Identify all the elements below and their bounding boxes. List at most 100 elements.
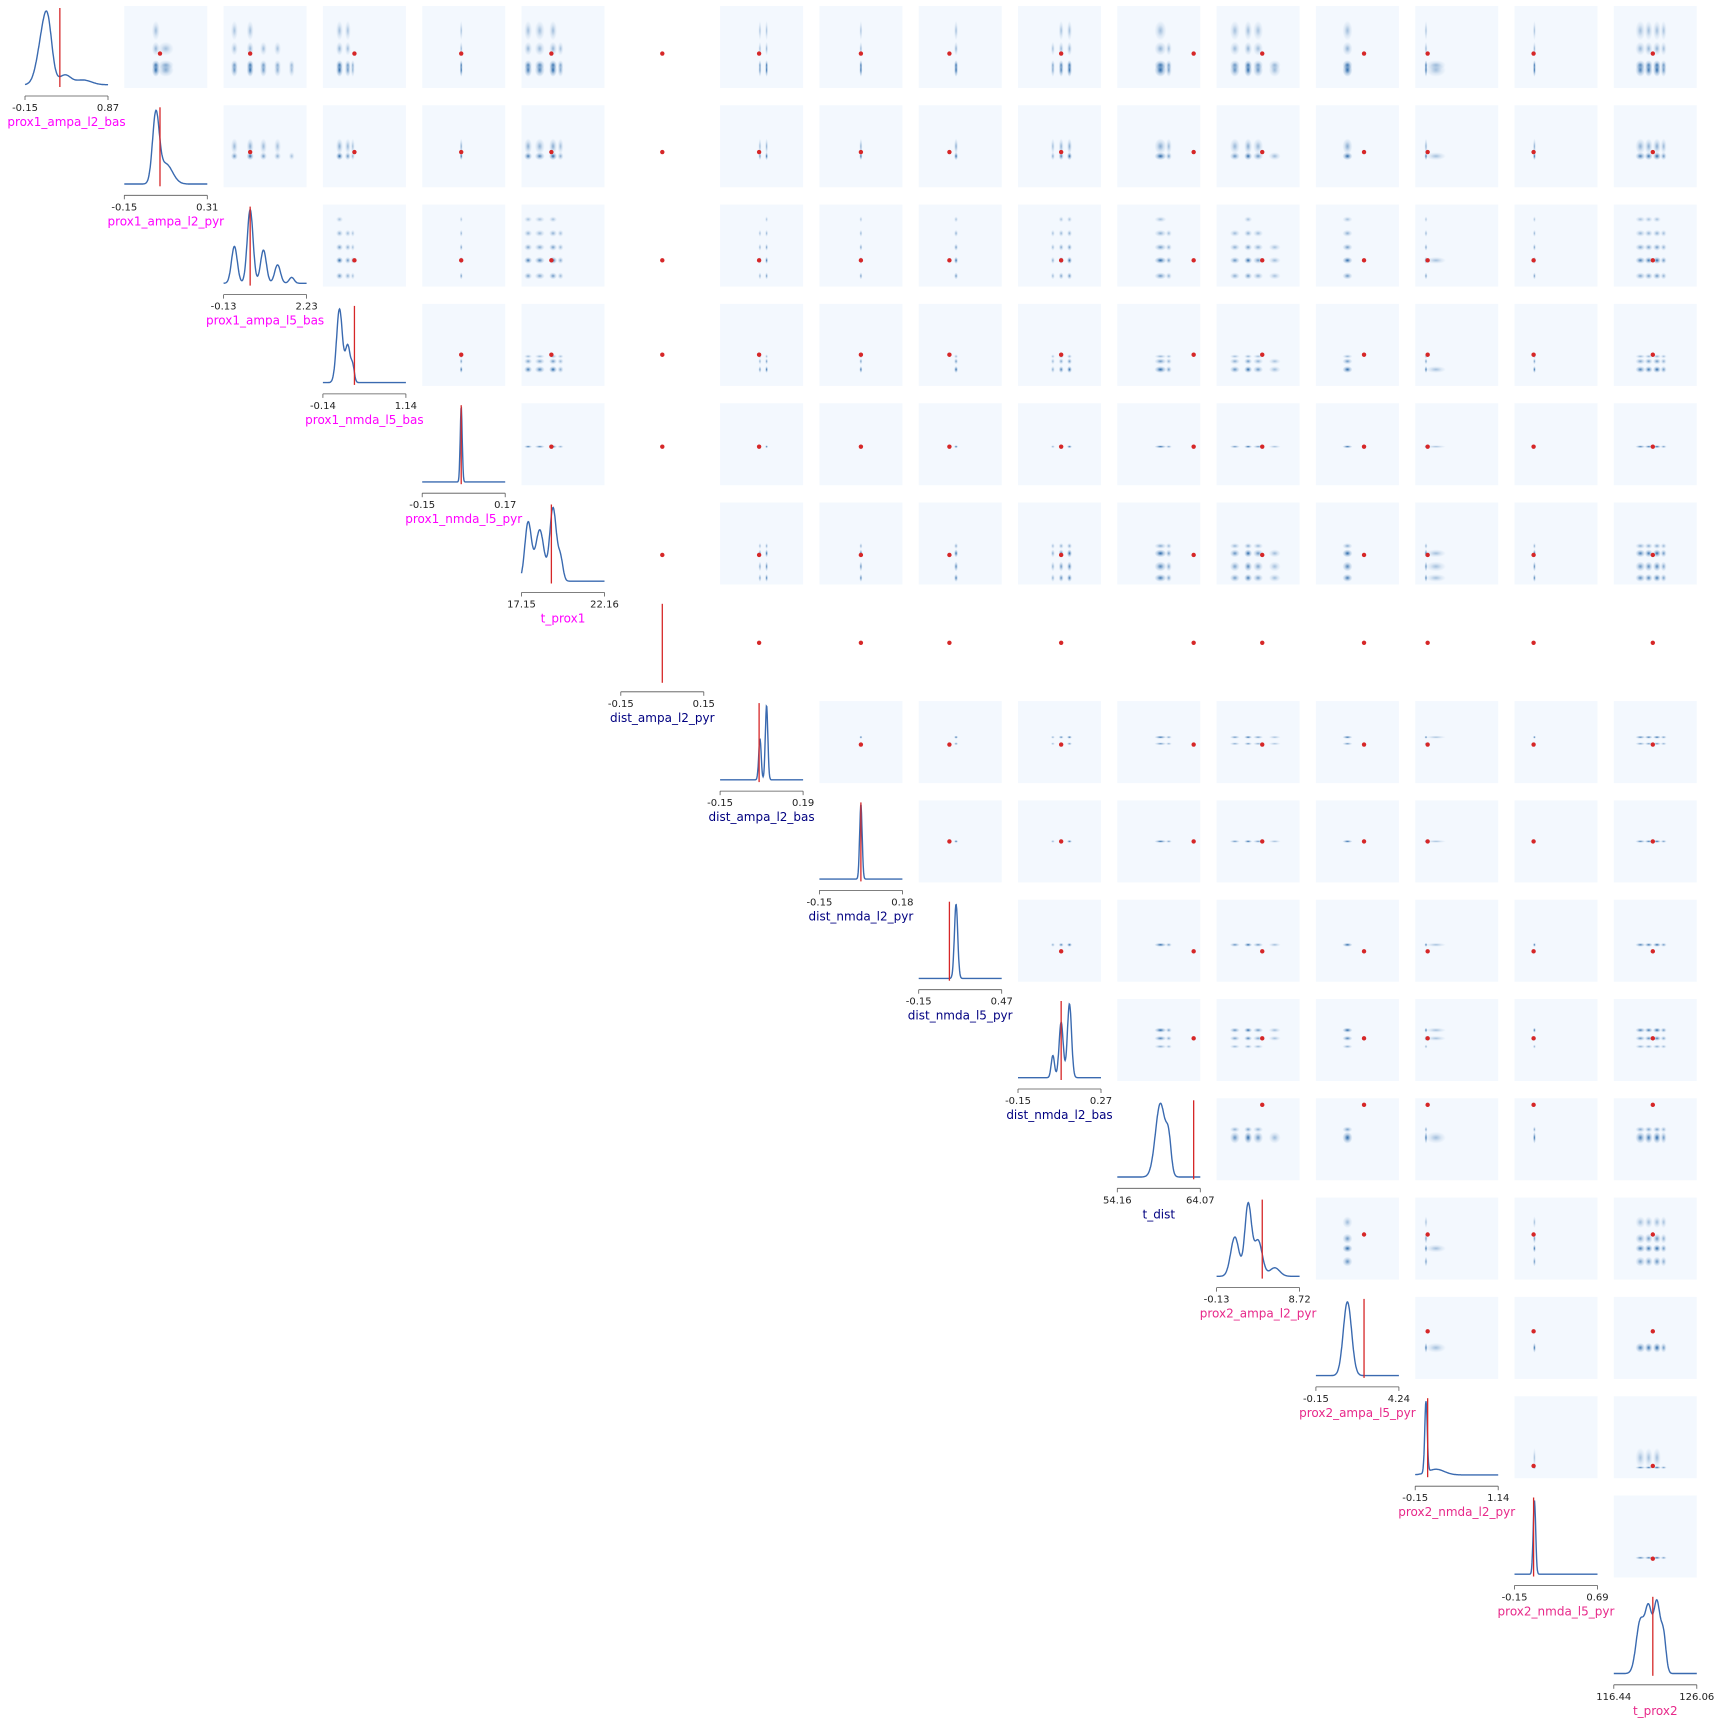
- density-blob: [524, 216, 533, 223]
- tick-label-min-prox1_nmda_l5_bas: -0.14: [310, 401, 336, 412]
- density-blob: [344, 41, 351, 56]
- cell-dist_nmda_l2_pyr-prox2_ampa_l2_pyr: [1216, 800, 1300, 883]
- density-blob: [1058, 366, 1064, 373]
- cell-bg: [918, 800, 1002, 883]
- tick-label-max-prox1_nmda_l5_pyr: 0.17: [494, 500, 516, 511]
- density-blob: [1424, 216, 1428, 223]
- cell-dist_nmda_l2_bas-prox2_nmda_l2_pyr: [1415, 999, 1499, 1081]
- density-blob: [954, 20, 959, 41]
- cell-prox1_ampa_l2_bas-prox2_ampa_l2_pyr: [1216, 6, 1300, 88]
- density-blob: [954, 272, 959, 280]
- density-blob: [1253, 152, 1264, 161]
- cell-prox1_ampa_l5_bas-prox1_nmda_l5_bas: [322, 204, 406, 287]
- cell-prox1_ampa_l5_bas-t_dist: [1117, 204, 1201, 287]
- density-blob: [344, 138, 351, 155]
- density-blob: [1342, 445, 1353, 449]
- density-blob: [1644, 1044, 1653, 1049]
- density-blob: [1644, 1466, 1653, 1470]
- cell-bg: [1415, 6, 1499, 88]
- cell-prox1_ampa_l2_pyr-prox2_ampa_l5_pyr: [1315, 105, 1399, 188]
- cell-prox1_nmda_l5_bas-t_dist: [1117, 303, 1201, 386]
- cell-t_dist-prox2_ampa_l5_pyr: [1315, 1098, 1399, 1181]
- density-blob: [1244, 366, 1253, 373]
- density-blob: [1050, 256, 1055, 264]
- density-blob: [1154, 735, 1167, 739]
- cell-prox1_nmda_l5_bas-prox2_nmda_l5_pyr: [1514, 303, 1598, 386]
- density-blob: [1652, 152, 1661, 161]
- density-blob: [1244, 445, 1253, 449]
- cell-prox1_ampa_l2_pyr-dist_nmda_l2_pyr: [819, 105, 903, 188]
- truth-point: [352, 51, 357, 56]
- cell-prox1_ampa_l5_bas-dist_nmda_l5_pyr: [918, 204, 1002, 287]
- density-blob: [1652, 20, 1661, 41]
- density-blob: [1635, 216, 1646, 223]
- density-blob: [1066, 41, 1072, 56]
- cell-dist_ampa_l2_bas-prox2_ampa_l5_pyr: [1315, 701, 1399, 784]
- density-blob: [1652, 1466, 1661, 1470]
- density-blob: [1058, 216, 1064, 223]
- cell-t_prox1-prox2_nmda_l5_pyr: [1514, 502, 1598, 585]
- density-blob: [151, 20, 160, 41]
- density-blob: [765, 561, 769, 572]
- density-blob: [1268, 735, 1281, 739]
- density-blob: [534, 445, 545, 449]
- truth-point: [1531, 949, 1536, 954]
- density-blob: [1532, 942, 1536, 947]
- cell-dist_ampa_l2_pyr-t_dist: [1191, 640, 1196, 645]
- cell-bg: [1514, 800, 1598, 883]
- density-blob: [274, 60, 282, 70]
- density-blob: [1050, 549, 1055, 558]
- density-blob: [765, 152, 769, 161]
- density-blob: [344, 243, 351, 251]
- density-blob: [1253, 366, 1264, 373]
- density-blob: [1644, 229, 1653, 237]
- density-blob: [1425, 152, 1446, 161]
- density-blob: [534, 272, 545, 280]
- density-blob: [1165, 138, 1172, 155]
- density-blob: [1154, 354, 1167, 359]
- density-blob: [1652, 1027, 1661, 1033]
- density-blob: [1635, 839, 1646, 843]
- density-blob: [1253, 1044, 1264, 1049]
- truth-point: [549, 51, 554, 56]
- density-blob: [1342, 1233, 1353, 1244]
- cell-dist_nmda_l2_bas-t_prox2: [1613, 999, 1697, 1081]
- density-blob: [1066, 574, 1072, 582]
- density-blob: [1066, 549, 1072, 558]
- density-blob: [765, 41, 769, 56]
- truth-point: [1361, 1102, 1367, 1108]
- density-blob: [557, 243, 564, 251]
- cell-prox1_ampa_l2_bas-dist_ampa_l2_pyr: [660, 51, 665, 56]
- truth-point: [157, 51, 163, 56]
- density-blob: [1244, 574, 1253, 582]
- density-blob: [758, 574, 762, 582]
- density-blob: [1154, 839, 1167, 843]
- density-blob: [954, 358, 959, 365]
- truth-point: [1425, 742, 1430, 747]
- density-blob: [1165, 1044, 1172, 1049]
- density-blob: [1635, 41, 1646, 56]
- cell-bg: [819, 303, 903, 386]
- density-blob: [1229, 1131, 1240, 1144]
- param-label-prox1_ampa_l2_bas: prox1_ampa_l2_bas: [7, 115, 125, 129]
- density-blob: [151, 41, 160, 56]
- density-blob: [344, 256, 351, 264]
- density-blob: [534, 243, 545, 251]
- density-blob: [1635, 735, 1646, 739]
- density-blob: [1660, 20, 1667, 41]
- cell-t_prox1-prox2_nmda_l2_pyr: [1415, 502, 1499, 585]
- cell-bg: [1415, 1296, 1499, 1379]
- truth-point: [660, 352, 665, 357]
- density-blob: [1244, 1044, 1253, 1049]
- cell-bg: [720, 303, 804, 386]
- density-blob: [1652, 256, 1661, 264]
- density-blob: [758, 358, 762, 365]
- cell-dist_nmda_l2_pyr-prox2_nmda_l5_pyr: [1514, 800, 1598, 883]
- cell-prox1_nmda_l5_pyr-dist_ampa_l2_bas: [720, 403, 804, 486]
- density-blob: [534, 41, 545, 56]
- truth-point: [1425, 51, 1430, 56]
